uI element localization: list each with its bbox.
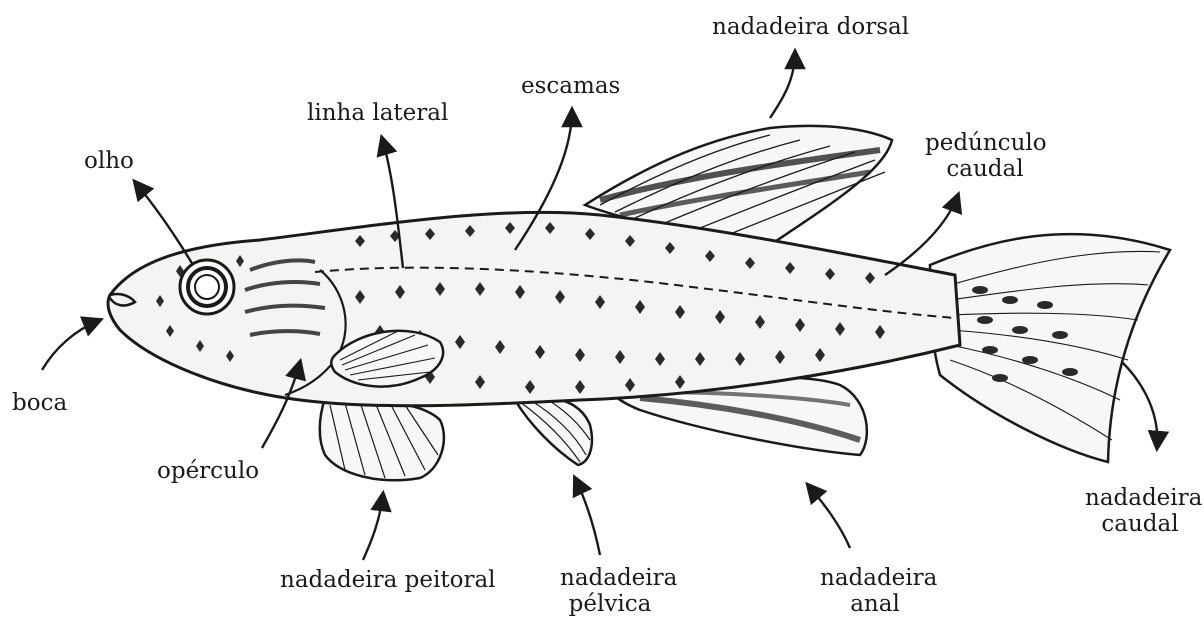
arrow-pelvic-fin xyxy=(575,478,600,555)
label-anal-fin-line2: anal xyxy=(820,591,930,617)
arrow-caudal-fin xyxy=(1122,362,1157,448)
arrow-dorsal-fin xyxy=(770,52,795,118)
fish-body xyxy=(108,212,960,405)
arrow-pectoral-fin xyxy=(363,494,383,560)
label-dorsal-fin: nadadeira dorsal xyxy=(712,14,909,40)
label-anal-fin: nadadeira anal xyxy=(820,565,930,617)
arrow-eye xyxy=(135,182,193,265)
arrow-mouth xyxy=(42,320,100,370)
label-pectoral-fin: nadadeira peitoral xyxy=(280,567,496,593)
label-caudal-fin-line2: caudal xyxy=(1085,511,1195,537)
label-scales: escamas xyxy=(521,73,620,99)
label-operculum: opérculo xyxy=(157,458,259,484)
label-pelvic-fin-line1: nadadeira xyxy=(560,565,660,591)
arrow-anal-fin xyxy=(808,485,850,548)
label-pelvic-fin: nadadeira pélvica xyxy=(560,565,660,617)
label-caudal-fin-line1: nadadeira xyxy=(1085,485,1195,511)
label-lateral-line: linha lateral xyxy=(307,100,448,126)
label-pelvic-fin-line2: pélvica xyxy=(560,591,660,617)
label-caudal-fin: nadadeira caudal xyxy=(1085,485,1195,537)
label-anal-fin-line1: nadadeira xyxy=(820,565,930,591)
caudal-fin xyxy=(930,234,1170,462)
label-caudal-peduncle: pedúnculo caudal xyxy=(925,130,1045,182)
pelvic-fin xyxy=(515,397,592,465)
pectoral-fin xyxy=(320,398,444,480)
label-caudal-peduncle-line2: caudal xyxy=(925,156,1045,182)
label-caudal-peduncle-line1: pedúnculo xyxy=(925,130,1045,156)
label-eye: olho xyxy=(84,148,134,174)
label-mouth: boca xyxy=(12,390,67,416)
